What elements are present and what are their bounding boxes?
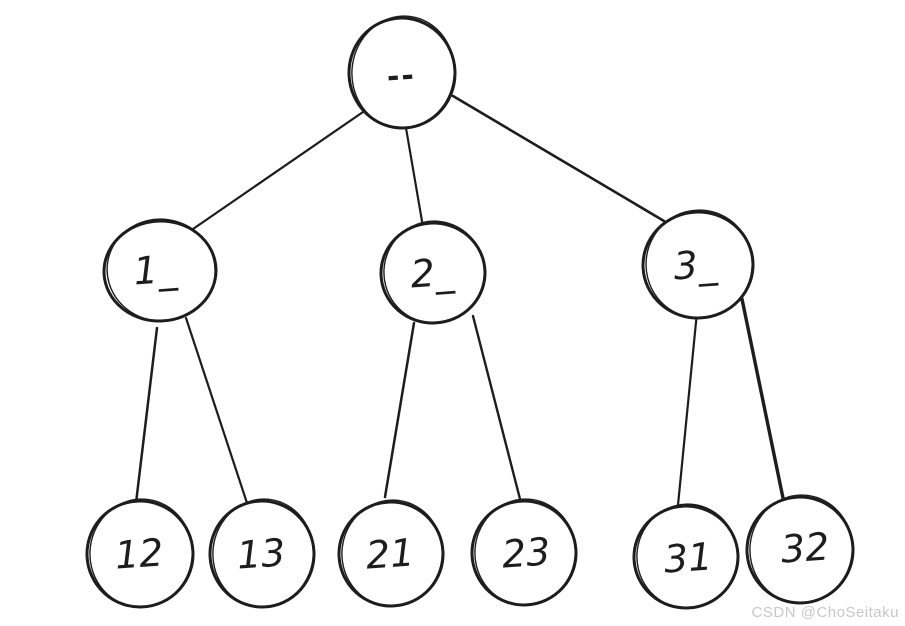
tree-edge-root-n2 xyxy=(404,126,425,229)
node-label-n32: 32 xyxy=(779,524,830,571)
node-label-n12: 12 xyxy=(113,530,164,577)
node-circle-sketch-overlay xyxy=(636,503,739,609)
tree-node-n12: 12 xyxy=(85,498,195,609)
node-label-n21: 21 xyxy=(364,530,415,577)
node-label-n3: 3_ xyxy=(672,242,719,289)
tree-edge-n1-n13 xyxy=(184,316,249,505)
node-circle-sketch-overlay xyxy=(645,209,753,319)
node-circle-sketch-overlay xyxy=(351,15,456,129)
tree-node-n31: 31 xyxy=(632,503,740,610)
node-label-root: -- xyxy=(386,58,417,95)
node-circle-sketch-overlay xyxy=(106,218,216,322)
node-circle-sketch-overlay xyxy=(89,498,194,608)
tree-node-n23: 23 xyxy=(470,498,578,607)
tree-edge-root-n1 xyxy=(191,110,365,231)
tree-node-n1: 1_ xyxy=(102,218,218,323)
node-label-n13: 13 xyxy=(235,530,286,577)
node-label-n2: 2_ xyxy=(409,250,456,297)
node-circle-sketch-overlay xyxy=(749,494,854,604)
tree-node-n2: 2_ xyxy=(379,220,487,325)
node-label-n23: 23 xyxy=(500,529,551,576)
tree-edge-root-n3 xyxy=(451,94,666,223)
tree-node-n32: 32 xyxy=(745,494,855,605)
node-circle-sketch-overlay xyxy=(212,498,315,608)
tree-edge-n3-n31 xyxy=(676,310,699,507)
tree-edge-n2-n23 xyxy=(471,314,522,501)
node-circle-sketch-overlay xyxy=(341,499,444,607)
tree-edge-n2-n21 xyxy=(383,321,416,499)
tree-node-root: -- xyxy=(347,15,457,130)
tree-node-n13: 13 xyxy=(208,498,316,609)
node-label-n31: 31 xyxy=(662,534,713,581)
tree-node-n3: 3_ xyxy=(641,209,755,320)
node-circle-sketch-overlay xyxy=(383,220,486,324)
node-circle-sketch-overlay xyxy=(474,498,577,606)
node-label-n1: 1_ xyxy=(132,247,179,294)
tree-node-n21: 21 xyxy=(337,499,445,608)
watermark: CSDN @ChoSeitaku xyxy=(751,604,899,621)
tree-edge-n3-n32 xyxy=(740,297,785,500)
tree-edge-n1-n12 xyxy=(134,326,159,505)
